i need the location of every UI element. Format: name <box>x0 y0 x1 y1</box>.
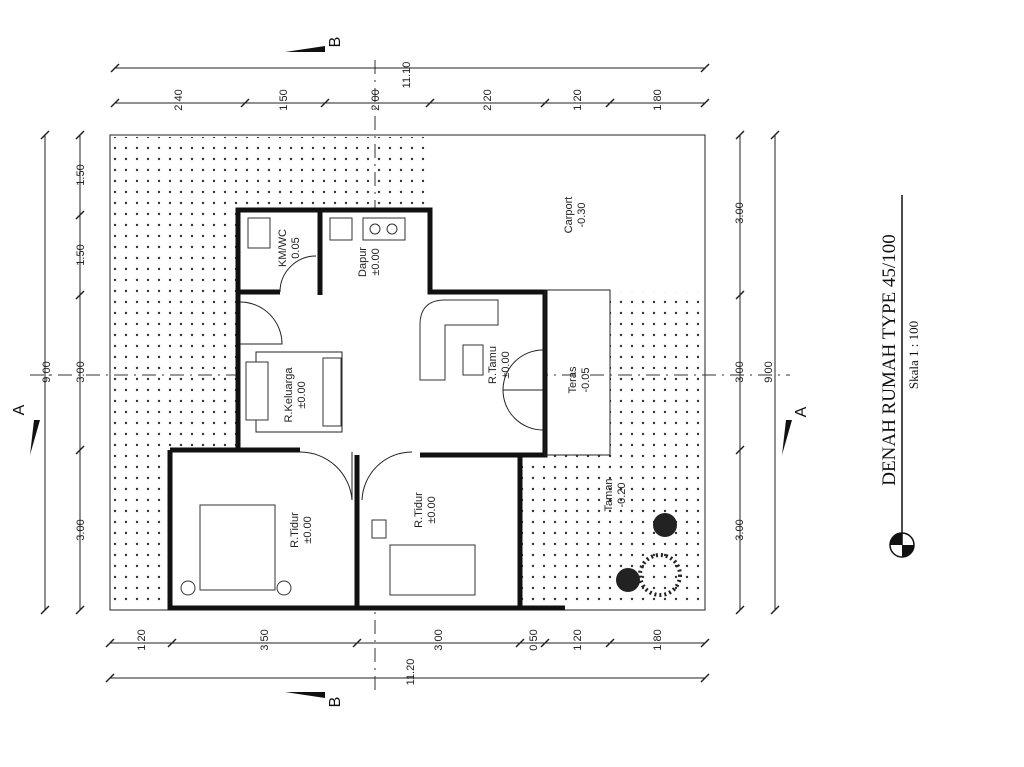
svg-text:Teras-0.05: Teras-0.05 <box>567 366 592 393</box>
dimension-labels: 11.10 2.40 1.50 2.00 2.20 1.20 1.80 11.2… <box>41 62 775 686</box>
garden-hatch <box>112 137 705 608</box>
svg-text:KM/WC0.05: KM/WC0.05 <box>277 229 302 267</box>
svg-text:Carport-0.30: Carport-0.30 <box>563 197 588 234</box>
dimension-tick <box>75 445 85 455</box>
svg-text:3.00: 3.00 <box>734 202 746 223</box>
room-name: Carport <box>563 197 575 234</box>
dimension-tick <box>700 63 710 73</box>
dimension-tick <box>105 638 115 648</box>
dimension-tick <box>540 98 550 108</box>
bed-icon <box>199 504 276 591</box>
dimension-tick <box>770 130 780 140</box>
svg-text:B: B <box>327 697 344 708</box>
dimension-tick <box>75 290 85 300</box>
bed-icon <box>389 544 476 596</box>
dimension-ticks <box>40 63 780 683</box>
svg-text:1.20: 1.20 <box>136 629 148 650</box>
dimension-lines <box>44 67 776 679</box>
dimension-tick <box>700 638 710 648</box>
north-symbol-icon <box>889 532 915 558</box>
svg-text:9.00: 9.00 <box>41 361 53 382</box>
svg-text:2.00: 2.00 <box>370 89 382 110</box>
dimension-tick <box>700 673 710 683</box>
svg-text:Dapur±0.00: Dapur±0.00 <box>357 247 382 277</box>
dimension-tick <box>75 130 85 140</box>
svg-text:1.50: 1.50 <box>278 89 290 110</box>
teras-outline <box>544 289 611 456</box>
plant-icon <box>616 513 682 597</box>
svg-text:3.50: 3.50 <box>259 629 271 650</box>
dimension-tick <box>110 63 120 73</box>
svg-text:9.00: 9.00 <box>763 361 775 382</box>
dimension-tick <box>605 638 615 648</box>
dimension-tick <box>770 605 780 615</box>
svg-text:11.10: 11.10 <box>401 62 413 89</box>
dimension-tick <box>167 638 177 648</box>
svg-text:1.80: 1.80 <box>652 89 664 110</box>
svg-text:3.00: 3.00 <box>734 361 746 382</box>
dimension-tick <box>320 98 330 108</box>
svg-text:2.40: 2.40 <box>173 89 185 110</box>
dimension-tick <box>352 638 362 648</box>
drawing-title: DENAH RUMAH TYPE 45/100 <box>879 234 900 485</box>
svg-text:R.Tidur±0.00: R.Tidur±0.00 <box>289 512 314 548</box>
svg-text:1.50: 1.50 <box>75 244 87 265</box>
dimension-tick <box>110 98 120 108</box>
house-walls <box>167 207 565 611</box>
dimension-tick <box>605 98 615 108</box>
doors <box>239 255 544 501</box>
corner-sofa-icon <box>419 299 499 381</box>
dimension-tick <box>735 605 745 615</box>
dimension-tick <box>75 210 85 220</box>
svg-text:0.50: 0.50 <box>528 629 540 650</box>
dimension-tick <box>540 638 550 648</box>
svg-text:1.20: 1.20 <box>572 629 584 650</box>
dimension-tick <box>40 130 50 140</box>
dimension-tick <box>735 445 745 455</box>
dimension-tick <box>105 673 115 683</box>
stove-icon <box>362 217 406 241</box>
svg-text:1.50: 1.50 <box>75 164 87 185</box>
section-markers: B B A A <box>11 37 810 708</box>
dimension-tick <box>700 98 710 108</box>
sofa-icon <box>322 357 342 427</box>
svg-text:A: A <box>11 404 28 415</box>
dimension-tick <box>735 130 745 140</box>
svg-text:3.00: 3.00 <box>433 629 445 650</box>
furniture <box>180 217 682 597</box>
svg-text:11.20: 11.20 <box>405 659 417 686</box>
svg-text:1.80: 1.80 <box>652 629 664 650</box>
dimension-tick <box>240 98 250 108</box>
svg-text:2.20: 2.20 <box>482 89 494 110</box>
coffee-table-icon <box>462 344 484 376</box>
svg-text:3.00: 3.00 <box>734 519 746 540</box>
svg-text:Taman-0.20: Taman-0.20 <box>603 478 628 511</box>
title-block: DENAH RUMAH TYPE 45/100 Skala 1 : 100 <box>879 195 921 558</box>
room-labels: Carport-0.30 KM/WC0.05 Dapur±0.00 R.Kelu… <box>277 197 628 548</box>
svg-text:3.00: 3.00 <box>75 361 87 382</box>
svg-text:R.Tidur±0.00: R.Tidur±0.00 <box>413 492 438 528</box>
svg-text:1.20: 1.20 <box>572 89 584 110</box>
dimension-tick <box>425 98 435 108</box>
svg-text:B: B <box>327 37 344 48</box>
dimension-tick <box>735 290 745 300</box>
svg-text:R.Keluarga±0.00: R.Keluarga±0.00 <box>283 367 308 423</box>
svg-text:3.00: 3.00 <box>75 519 87 540</box>
dimension-tick <box>515 638 525 648</box>
svg-text:R.Tamu±0.00: R.Tamu±0.00 <box>487 346 512 384</box>
dimension-tick <box>40 605 50 615</box>
tv-table-icon <box>245 361 269 421</box>
drawing-scale: Skala 1 : 100 <box>906 321 921 389</box>
toilet-icon <box>247 217 271 249</box>
sink-icon <box>329 217 353 241</box>
dimension-tick <box>75 605 85 615</box>
svg-text:A: A <box>793 406 810 417</box>
